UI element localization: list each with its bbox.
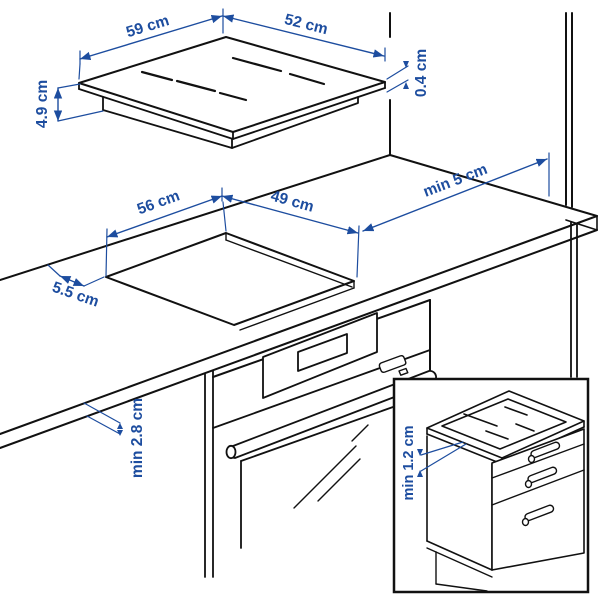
oven-handle-end-cap bbox=[225, 444, 237, 460]
glass-reflection-line bbox=[317, 458, 361, 502]
inset-drawer-unit bbox=[426, 428, 585, 592]
glass-reflection-line bbox=[351, 424, 369, 442]
hob-isometric bbox=[78, 36, 386, 149]
inset-edge-clearance-label: min 1.2 cm bbox=[401, 426, 417, 501]
oven-display-window bbox=[297, 333, 348, 372]
hob-depth-label: 52 cm bbox=[283, 11, 330, 38]
oven-front bbox=[204, 299, 437, 578]
drawer-handle bbox=[527, 441, 561, 464]
cutout-depth-label: 49 cm bbox=[269, 188, 316, 216]
worktop-cutout bbox=[105, 232, 355, 331]
junction-bracket bbox=[378, 355, 407, 373]
dimension-labels: 59 cm 52 cm 4.9 cm 0.4 cm 56 cm 49 cm mi… bbox=[34, 11, 490, 478]
glass-thickness-label: 0.4 cm bbox=[413, 49, 430, 97]
oven-glass-door bbox=[240, 406, 394, 549]
inset-detail-box: min 1.2 cm bbox=[392, 377, 590, 594]
hob-zone-markings bbox=[140, 56, 326, 102]
dimension-lines bbox=[47, 8, 550, 436]
drawer-handle bbox=[524, 466, 558, 489]
hob-height-label: 4.9 cm bbox=[34, 80, 51, 128]
drawer-handle bbox=[521, 504, 555, 527]
edge-setback-label: 5.5 cm bbox=[50, 279, 101, 311]
under-clearance-label: min 2.8 cm bbox=[129, 398, 146, 478]
junction-bracket-tab bbox=[398, 367, 409, 376]
wall-corner bbox=[389, 12, 578, 378]
cutout-width-label: 56 cm bbox=[135, 187, 182, 218]
inset-hob bbox=[441, 398, 567, 450]
hob-width-label: 59 cm bbox=[124, 12, 171, 41]
glass-reflection-line bbox=[293, 445, 357, 509]
inset-dimension bbox=[417, 441, 467, 477]
